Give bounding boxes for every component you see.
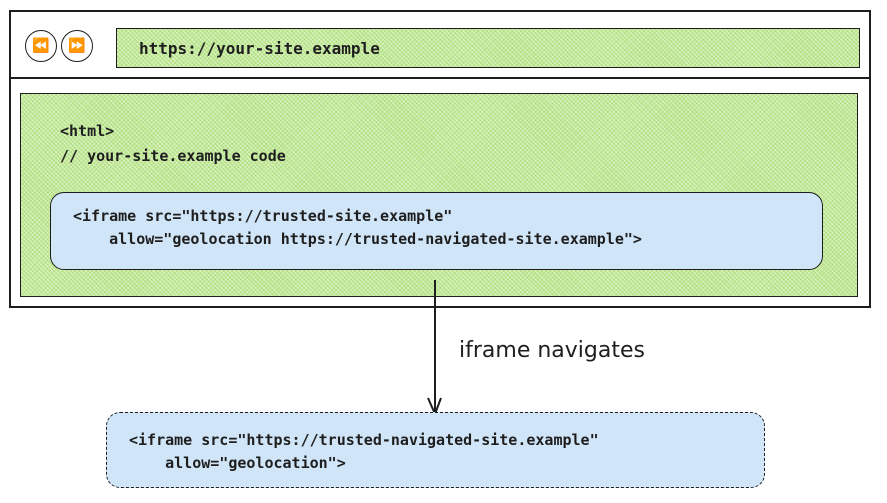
iframe-navigated: <iframe src="https://trusted-navigated-s… xyxy=(106,412,765,488)
arrow-label: iframe navigates xyxy=(459,338,645,363)
toolbar-divider xyxy=(9,77,871,79)
fast-forward-icon[interactable]: ⏩ xyxy=(61,30,93,62)
iframe-original-line2: allow="geolocation https://trusted-navig… xyxy=(73,230,642,248)
browser-window xyxy=(9,10,871,308)
iframe-original: <iframe src="https://trusted-site.exampl… xyxy=(50,192,823,270)
page-html-tag: <html> xyxy=(60,122,115,140)
page-comment: // your-site.example code xyxy=(60,147,286,165)
rewind-icon[interactable]: ⏪ xyxy=(25,30,57,62)
url-bar[interactable]: https://your-site.example xyxy=(116,28,860,68)
iframe-navigated-line1: <iframe src="https://trusted-navigated-s… xyxy=(129,431,599,449)
iframe-navigated-line2: allow="geolocation"> xyxy=(129,454,346,472)
iframe-original-line1: <iframe src="https://trusted-site.exampl… xyxy=(73,207,453,225)
